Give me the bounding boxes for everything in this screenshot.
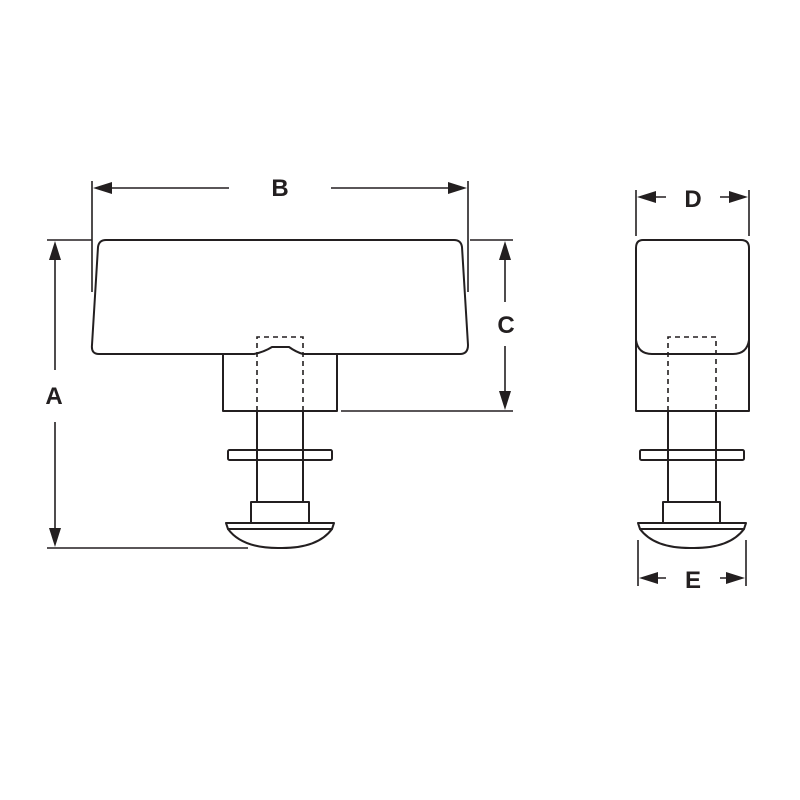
- dim-d-arrow-left: [637, 191, 656, 203]
- dim-e-label: E: [685, 567, 701, 594]
- side-dome-head: [637, 522, 747, 549]
- side-washer: [639, 449, 745, 461]
- front-dome-head: [225, 522, 335, 549]
- front-view: [90, 239, 469, 549]
- side-hidden-insert: [667, 336, 717, 411]
- dim-e-arrow-right: [726, 572, 745, 584]
- dimension-e: E: [637, 540, 747, 594]
- side-knob-body: [635, 239, 750, 412]
- front-washer: [227, 449, 333, 461]
- front-knob-head: [90, 239, 469, 355]
- front-hub: [222, 353, 338, 412]
- dim-c-label: C: [497, 312, 514, 339]
- dim-d-arrow-right: [729, 191, 748, 203]
- dim-b-label: B: [271, 175, 288, 202]
- dim-d-label: D: [684, 186, 701, 213]
- dim-b-arrow-right: [448, 182, 467, 194]
- dim-c-arrow-top: [499, 241, 511, 260]
- side-view: [635, 239, 750, 549]
- side-neck: [662, 501, 721, 524]
- dim-a-arrow-bottom: [49, 528, 61, 547]
- dim-b-arrow-left: [93, 182, 112, 194]
- dimension-a: A: [45, 239, 248, 549]
- dim-a-arrow-top: [49, 241, 61, 260]
- dim-c-arrow-bottom: [499, 391, 511, 410]
- dim-a-label: A: [45, 383, 62, 410]
- dimension-b: B: [91, 175, 469, 292]
- dim-e-arrow-left: [639, 572, 658, 584]
- dimension-d: D: [635, 186, 750, 236]
- front-hidden-insert: [256, 336, 304, 411]
- side-knob-transition: [635, 339, 750, 355]
- front-neck: [250, 501, 310, 524]
- dimension-c: C: [341, 239, 515, 412]
